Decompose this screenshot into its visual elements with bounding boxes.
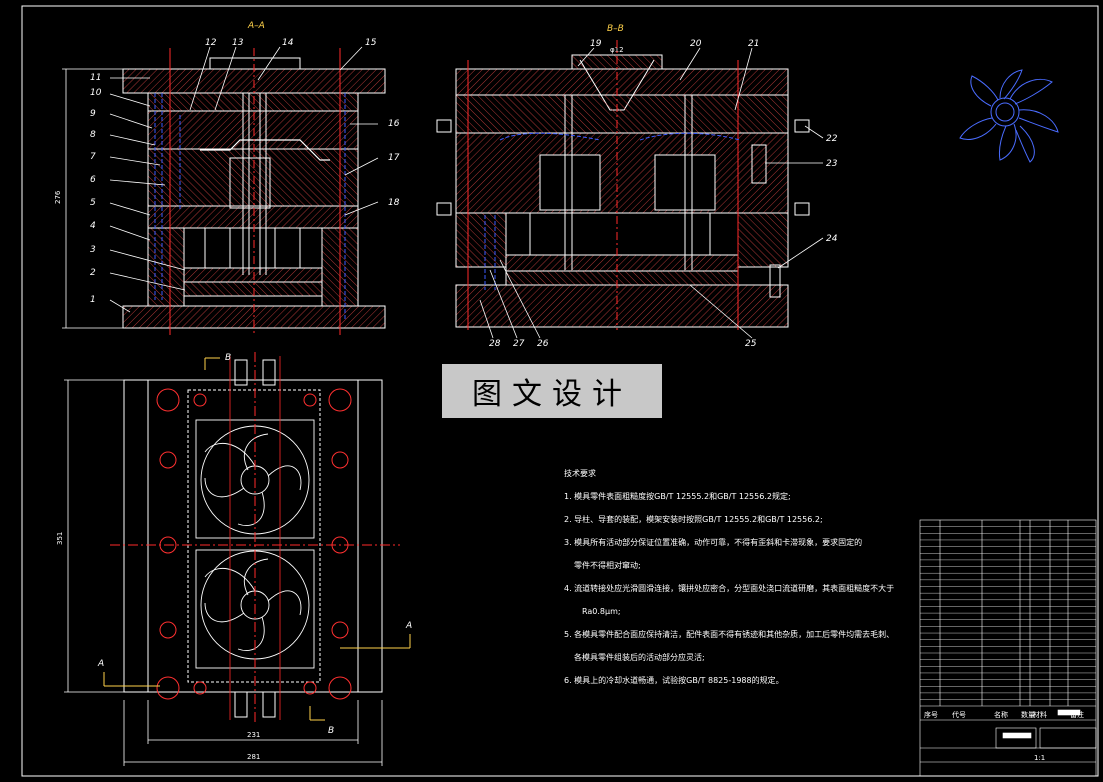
part-label-21: 21 bbox=[748, 39, 759, 49]
part-label-14: 14 bbox=[282, 38, 294, 48]
bom-header-remark: 备注 bbox=[1070, 710, 1084, 719]
note-line-5: 4. 流道转接处应光滑圆滑连接，镶拼处应密合，分型面处浇口流道研磨，其表面粗糙度… bbox=[564, 584, 895, 593]
dimension-height-aa: 276 bbox=[54, 190, 62, 204]
note-line-4: 零件不得相对窜动; bbox=[574, 561, 641, 570]
bom-header-index: 序号 bbox=[924, 710, 938, 719]
bom-header-material: 材料 bbox=[1033, 710, 1047, 719]
part-label-6: 6 bbox=[90, 175, 96, 185]
note-line-2: 2. 导柱、导套的装配，模架安装时按照GB/T 12555.2和GB/T 125… bbox=[564, 515, 823, 524]
technical-notes: 技术要求 1. 模具零件表面粗糙度按GB/T 12555.2和GB/T 1255… bbox=[564, 462, 895, 692]
bom-header-qty: 数量 bbox=[1021, 710, 1035, 719]
dimension-width-inner: 231 bbox=[247, 731, 260, 739]
fan-part-view bbox=[959, 69, 1059, 163]
part-label-22: 22 bbox=[826, 134, 838, 144]
part-label-20: 20 bbox=[690, 39, 702, 49]
cut-mark-b-top: B bbox=[225, 353, 231, 363]
section-aa-view: A–A bbox=[54, 21, 400, 335]
note-line-8: 各模具零件组装后的活动部分应灵活; bbox=[574, 653, 705, 662]
part-label-8: 8 bbox=[90, 130, 96, 140]
drawing-frame bbox=[21, 5, 1099, 777]
part-label-19: 19 bbox=[590, 39, 602, 49]
part-label-11: 11 bbox=[90, 73, 101, 83]
bom-rows bbox=[920, 526, 1096, 700]
watermark-banner: 图文设计 bbox=[442, 364, 662, 418]
title-block-scale: 1:1 bbox=[1034, 754, 1045, 762]
part-label-28: 28 bbox=[489, 339, 501, 349]
part-label-16: 16 bbox=[388, 119, 400, 129]
part-label-12: 12 bbox=[205, 38, 217, 48]
bom-header-code: 代号 bbox=[952, 710, 966, 719]
part-label-3: 3 bbox=[90, 245, 96, 255]
plan-view: B B A A 351 231 281 bbox=[56, 352, 412, 766]
part-label-17: 17 bbox=[388, 153, 400, 163]
cut-mark-a-right: A bbox=[405, 621, 412, 631]
part-label-1: 1 bbox=[90, 295, 96, 305]
dimension-width-outer: 281 bbox=[247, 753, 260, 761]
cut-mark-b-bottom: B bbox=[328, 726, 334, 736]
part-label-10: 10 bbox=[90, 88, 102, 98]
part-label-4: 4 bbox=[90, 221, 96, 231]
part-label-25: 25 bbox=[745, 339, 757, 349]
cut-mark-a-left: A bbox=[97, 659, 104, 669]
dimension-height-plan: 351 bbox=[56, 532, 64, 545]
title-block bbox=[920, 705, 1097, 763]
part-label-26: 26 bbox=[537, 339, 549, 349]
part-label-7: 7 bbox=[90, 152, 96, 162]
note-line-3: 3. 模具所有活动部分保证位置准确，动作可靠，不得有歪斜和卡滞现象，要求固定的 bbox=[564, 538, 863, 547]
part-label-18: 18 bbox=[388, 198, 400, 208]
part-label-23: 23 bbox=[826, 159, 838, 169]
note-line-7: 5. 各模具零件配合面应保持清洁，配件表面不得有锈迹和其他杂质，加工后零件均需去… bbox=[564, 630, 895, 639]
notes-title: 技术要求 bbox=[564, 469, 596, 478]
part-label-9: 9 bbox=[90, 109, 96, 119]
section-bb-title: B–B bbox=[607, 24, 624, 34]
bom-header-name: 名称 bbox=[994, 710, 1008, 719]
part-label-2: 2 bbox=[90, 268, 96, 278]
note-line-1: 1. 模具零件表面粗糙度按GB/T 12555.2和GB/T 12556.2规定… bbox=[564, 492, 791, 501]
note-line-9: 6. 模具上的冷却水道畅通，试验按GB/T 8825-1988的规定。 bbox=[564, 676, 784, 685]
dimension-sprue: φ12 bbox=[610, 46, 624, 54]
part-label-5: 5 bbox=[90, 198, 96, 208]
part-label-27: 27 bbox=[513, 339, 525, 349]
section-bb-view: B–B φ12 bbox=[436, 24, 838, 349]
part-label-24: 24 bbox=[826, 234, 838, 244]
part-label-13: 13 bbox=[232, 38, 244, 48]
note-line-6: Ra0.8μm; bbox=[582, 607, 621, 616]
part-label-15: 15 bbox=[365, 38, 377, 48]
section-aa-title: A–A bbox=[247, 21, 265, 31]
